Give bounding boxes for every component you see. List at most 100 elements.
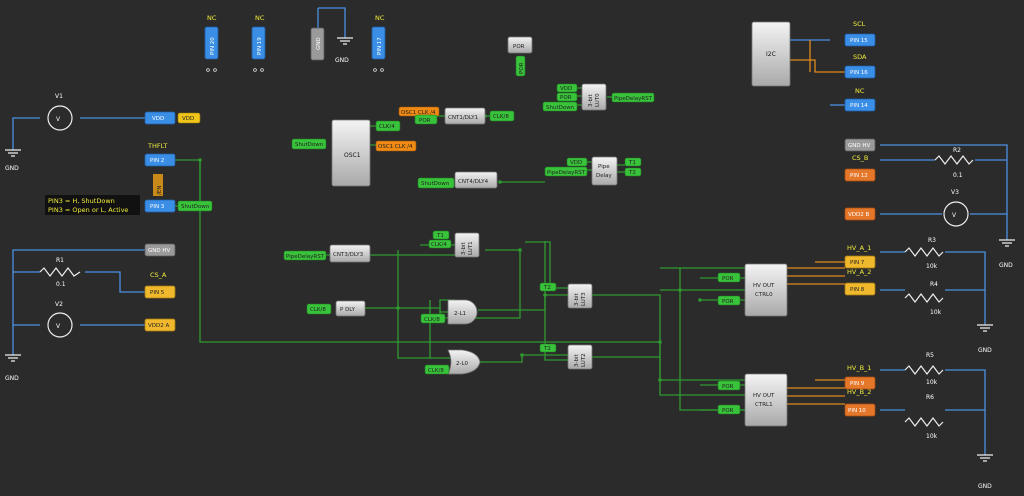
lut1-block[interactable]: T1 CLK/4 3-bit LUT1 [428,230,480,258]
svg-text:CLK/4: CLK/4 [431,242,447,248]
svg-text:PIN 7: PIN 7 [850,260,865,266]
svg-text:CS_B: CS_B [852,154,868,162]
pdly-block[interactable]: CLK/8 P DLY [306,300,366,317]
svg-text:R1: R1 [56,257,64,264]
lut3-block[interactable]: T2 3-bit LUT3 [539,282,593,309]
pin-vdd[interactable]: VDD VDD [144,111,201,125]
svg-text:LUT3: LUT3 [581,292,587,306]
svg-text:CLK/8: CLK/8 [424,317,440,323]
resistor-r6[interactable]: R6 10k [904,394,944,440]
svg-text:NC: NC [855,87,865,95]
pin-10[interactable]: PIN 10 [844,403,876,417]
cnt3-block[interactable]: PipeDelayRST CNT3/DLY3 [283,244,371,263]
resistor-r2[interactable]: R2 0.1 [934,147,974,179]
svg-text:GND: GND [5,165,19,172]
hv-out-ctrl1[interactable]: HV OUT CTRL1 POR POR [717,373,788,427]
pin-14[interactable]: PIN 14 [844,98,876,112]
pin-3[interactable]: PIN 3 ShutDown [144,199,213,213]
svg-text:V: V [56,323,61,330]
pin-gnd-hv-right[interactable]: GND HV [844,138,876,152]
svg-text:PipeDelayRST: PipeDelayRST [614,96,653,102]
voltage-source-v2[interactable]: V2 V [47,301,73,338]
svg-text:I2C: I2C [766,51,776,58]
svg-text:CTRL1: CTRL1 [755,402,773,408]
hv-out-ctrl0[interactable]: HV OUT CTRL0 POR POR [717,263,788,317]
svg-text:NC: NC [255,14,265,22]
pin-19[interactable]: NC PIN 19 [251,14,266,72]
gnd-pin-top[interactable]: GND [310,27,325,61]
gnd-symbol-right-mid: GND [977,324,993,354]
svg-text:CLK/8: CLK/8 [493,114,509,120]
pin-15[interactable]: PIN 15 [844,33,876,47]
svg-text:POR: POR [419,118,431,124]
svg-text:3-bit: 3-bit [574,353,580,367]
svg-text:GND: GND [316,37,322,50]
resistor-r5[interactable]: R5 10k [904,352,944,386]
svg-text:LUT2: LUT2 [581,353,587,367]
svg-text:3-bit: 3-bit [574,292,580,306]
svg-text:GND: GND [978,483,992,490]
svg-text:POR: POR [560,95,572,101]
pin-5[interactable]: PIN 5 [144,285,176,299]
svg-text:HV_A_2: HV_A_2 [847,268,871,276]
gnd-symbol-left-top: GND [5,149,21,172]
pin-9[interactable]: PIN 9 [844,376,876,390]
pin-17[interactable]: NC PIN 17 [371,14,386,72]
gnd-symbol-right-bottom: GND [977,454,993,490]
en-label: /EN [153,174,163,196]
pin-20[interactable]: NC PIN 20 [204,14,219,72]
cnt4-block[interactable]: ShutDown CNT4/DLY4 [417,171,498,189]
svg-text:R2: R2 [953,147,961,154]
svg-text:0.1: 0.1 [953,172,963,179]
svg-text:T2: T2 [543,346,551,352]
osc1-block[interactable]: OSC1 ShutDown CLK/4 OSC1 CLK /4 [291,119,417,187]
por-block[interactable]: POR POR [507,36,533,77]
svg-text:VDD: VDD [560,86,572,92]
and-gate-2l1[interactable]: 2-L1 CLK/8 [420,299,478,325]
svg-text:V2: V2 [55,301,63,308]
svg-text:GND: GND [5,375,19,382]
nc-label-right: NC [855,87,865,95]
gnd-symbol-left-bottom: GND [5,354,21,382]
svg-text:POR: POR [722,384,734,390]
voltage-source-v3[interactable]: V3 V [943,189,969,227]
svg-text:GND HV: GND HV [848,143,870,149]
svg-text:POR: POR [519,62,525,74]
pin-gnd-hv-left[interactable]: GND HV [144,243,176,257]
svg-text:CTRL0: CTRL0 [755,292,773,298]
i2c-block[interactable]: I2C [751,21,791,87]
or-gate-2l0[interactable]: 2-L0 CLK/8 [424,349,481,375]
cnt1-block[interactable]: OSC1 CLK /4 POR CNT1/DLY1 CLK/8 [398,106,515,125]
resistor-r1[interactable]: R1 0.1 [39,257,81,288]
pin-16[interactable]: PIN 16 [844,65,876,79]
svg-text:VDD2 A: VDD2 A [148,323,169,329]
svg-text:PIN 10: PIN 10 [848,408,866,414]
pin-2[interactable]: PIN 2 [144,153,176,167]
sda-label: SDA [853,53,867,61]
pin-7[interactable]: PIN 7 [844,255,876,269]
svg-text:PIN 2: PIN 2 [150,158,164,164]
svg-text:POR: POR [513,44,525,50]
svg-text:V: V [56,116,61,123]
pipe-delay-block[interactable]: VDD PipeDelayRST Pipe Delay T1 T2 [544,156,642,186]
svg-text:GND: GND [978,347,992,354]
cs-a-label: CS_A [150,271,167,279]
pin-8[interactable]: PIN 8 [844,282,876,296]
svg-text:GND: GND [999,262,1013,269]
resistor-r3[interactable]: R3 10k [904,237,944,270]
voltage-source-v1[interactable]: V1 V [47,93,73,131]
svg-text:R6: R6 [926,394,934,401]
lut0-block[interactable]: VDD POR ShutDown 3-bit LUT0 PipeDelayRST [542,83,655,112]
svg-text:T1: T1 [628,160,636,166]
pin-12[interactable]: PIN 12 [844,168,876,182]
cs-b-label: CS_B [852,154,868,162]
lut2-block[interactable]: T2 3-bit LUT2 [539,343,593,370]
resistor-r4[interactable]: R4 10k [904,281,944,316]
gnd-symbol-right-top: GND [999,239,1015,269]
svg-text:10k: 10k [926,433,938,440]
pin-vdd2-a[interactable]: VDD2 A [144,318,176,332]
svg-text:T2: T2 [628,170,636,176]
pin-vdd2-b[interactable]: VDD2 B [844,207,876,221]
svg-text:0.1: 0.1 [56,281,66,288]
